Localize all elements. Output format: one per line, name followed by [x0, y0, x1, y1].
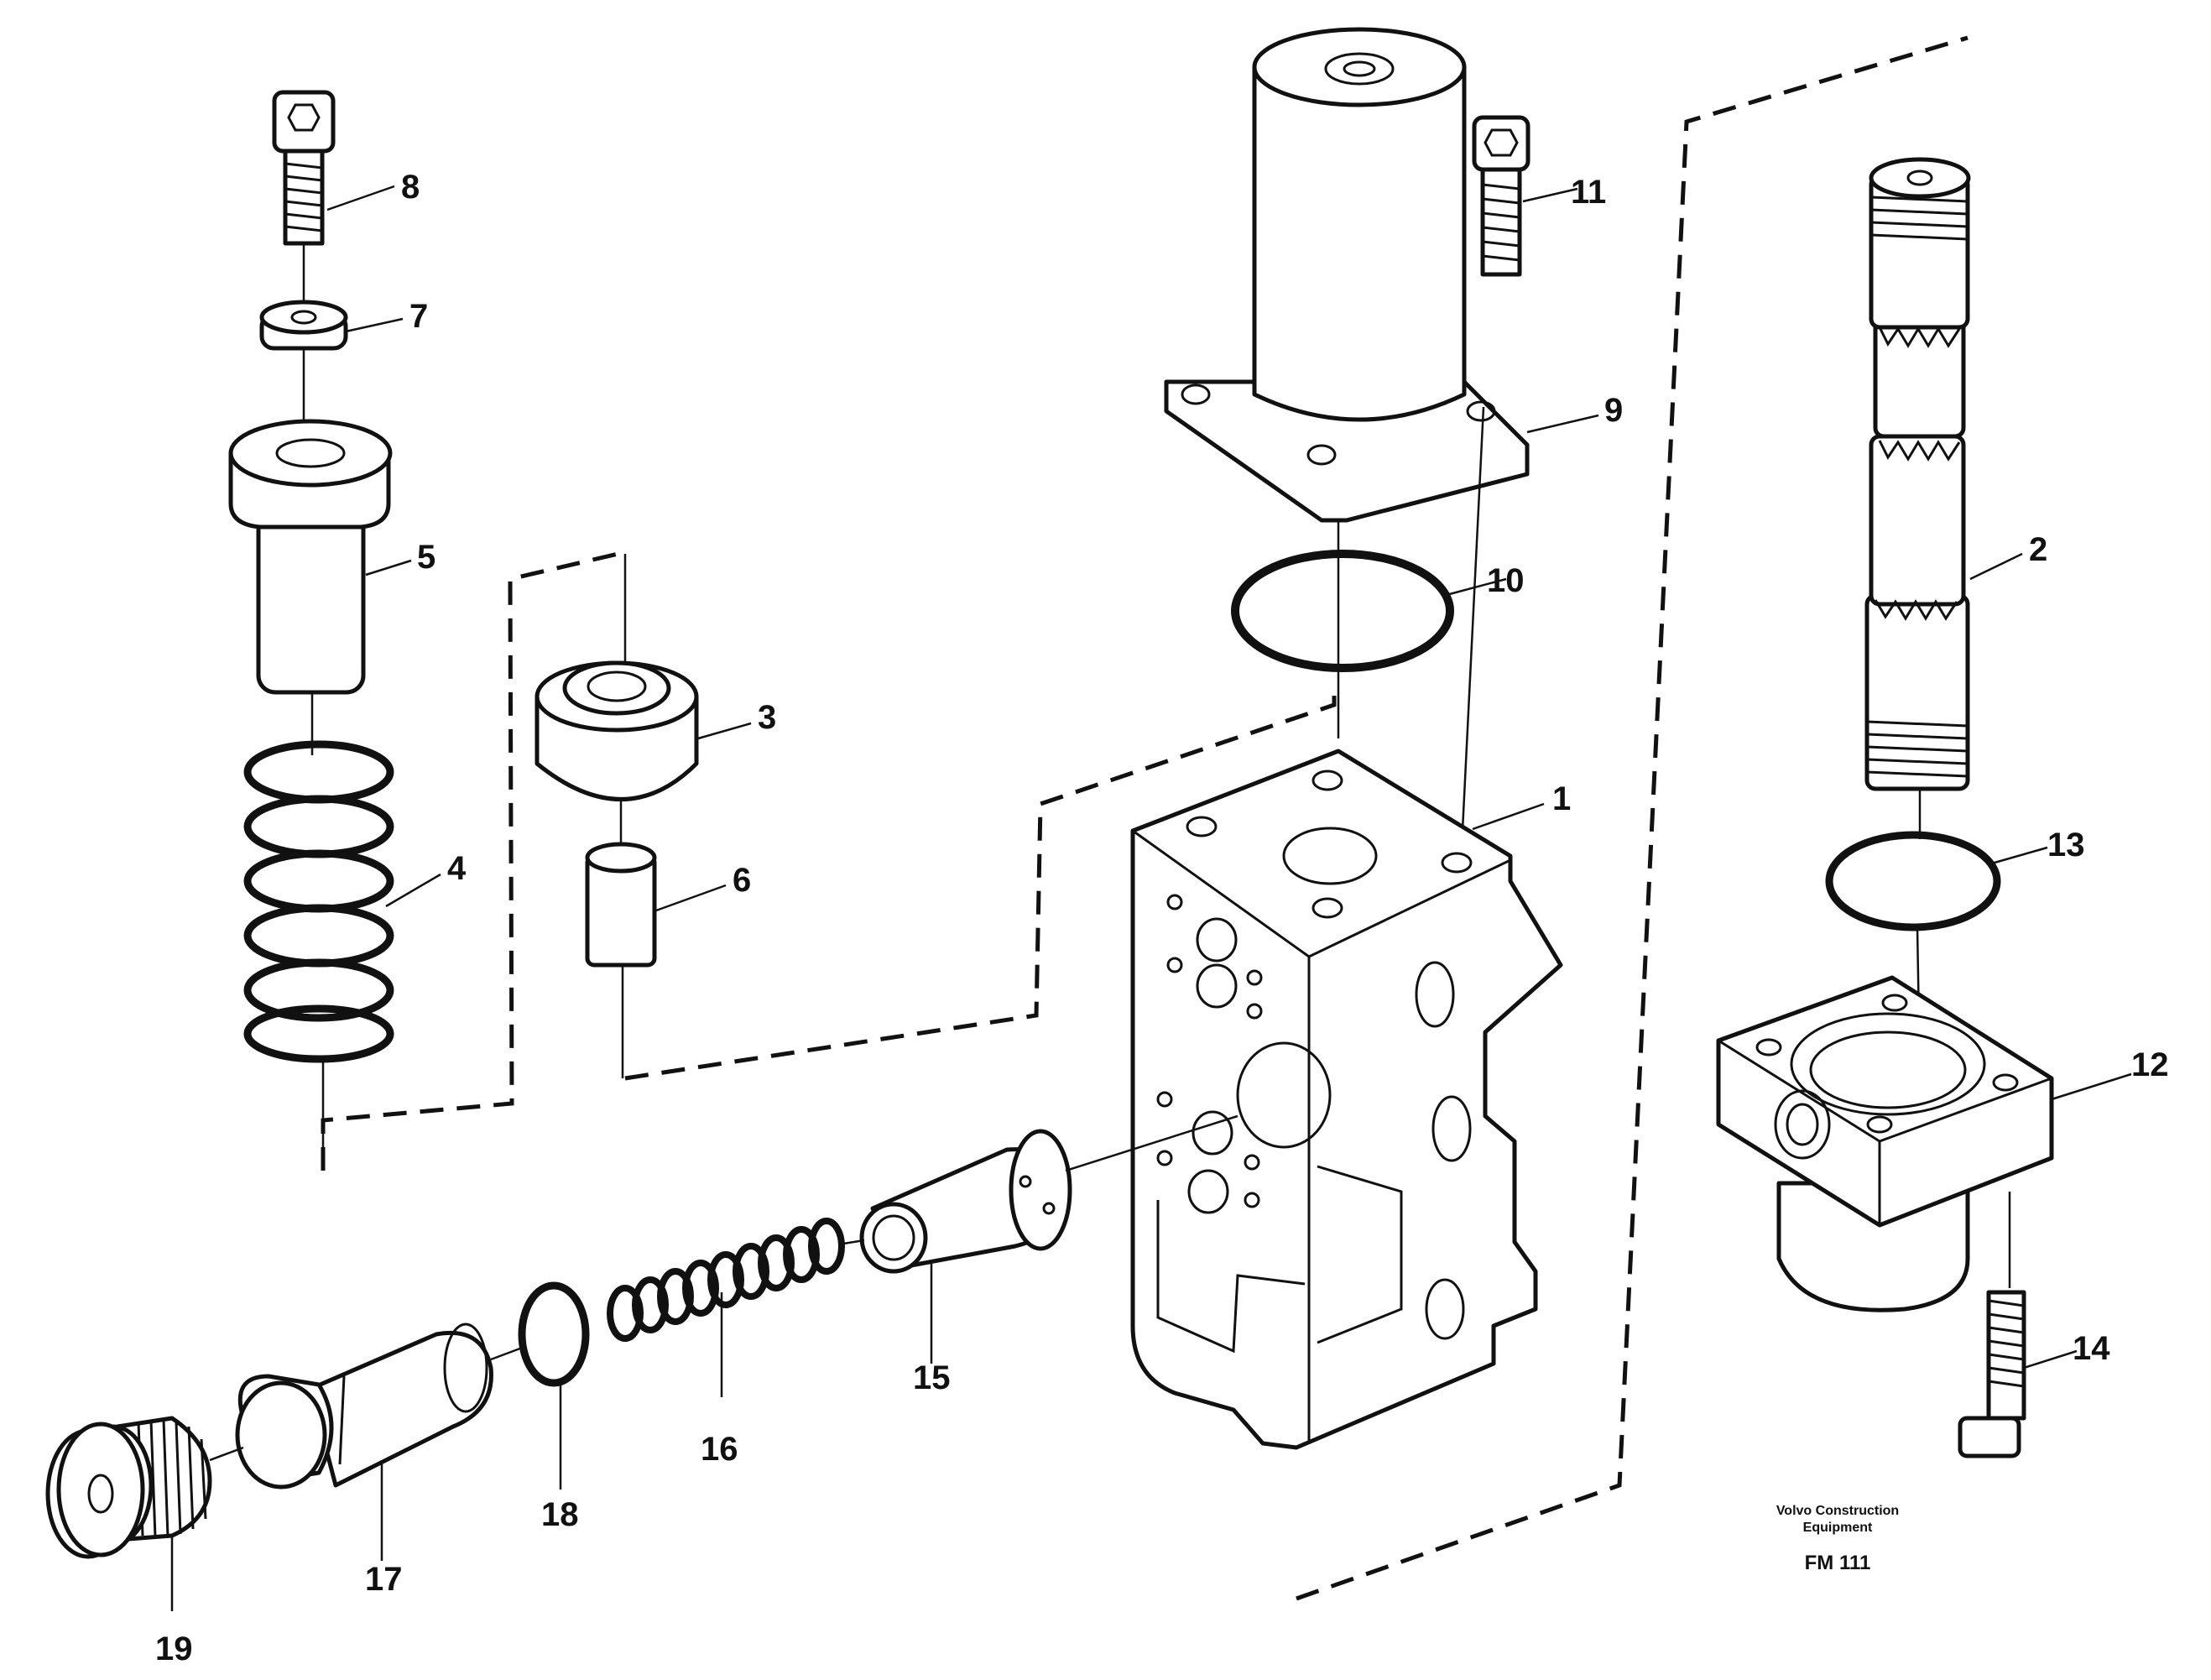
callout-10: 10 [1487, 562, 1525, 599]
part-1-valve-body [1130, 749, 1563, 1450]
callout-13: 13 [2047, 827, 2085, 863]
footer-line-2: Equipment [1803, 1521, 1873, 1535]
part-10-o-ring [1231, 520, 1507, 738]
callout-8: 8 [401, 169, 420, 206]
callout-11: 11 [1571, 174, 1606, 211]
callout-17: 17 [365, 1561, 403, 1598]
part-16-spring [607, 1218, 865, 1397]
part-7-washer [259, 300, 404, 424]
part-17-spool [235, 1323, 525, 1561]
part-11-cap-screw [1458, 115, 1578, 882]
callout-16: 16 [701, 1431, 738, 1468]
part-9-cover [1164, 27, 1599, 523]
callout-2: 2 [2029, 531, 2047, 568]
callout-15: 15 [913, 1359, 951, 1396]
part-5-sleeve [228, 419, 412, 755]
callout-labels: 1 2 3 4 5 6 7 8 9 10 11 12 13 14 15 16 1… [155, 169, 2169, 1667]
callout-6: 6 [733, 862, 751, 899]
callout-18: 18 [541, 1496, 579, 1533]
manufacturer-footer: Volvo Construction Equipment FM 111 [1776, 1504, 1899, 1574]
callout-5: 5 [417, 539, 435, 576]
part-19-plug [45, 1416, 244, 1611]
callout-19: 19 [155, 1630, 193, 1667]
part-18-o-ring [518, 1281, 590, 1490]
assembly-guide-lines [321, 35, 1969, 1601]
part-14-cap-screw [1958, 1290, 2078, 1458]
callout-7: 7 [409, 298, 428, 335]
part-2-spline-shaft [1864, 157, 2023, 839]
part-6-pin [585, 842, 727, 1078]
callout-4: 4 [447, 850, 467, 887]
callout-14: 14 [2073, 1330, 2110, 1367]
part-12-flange [1716, 975, 2132, 1312]
callout-9: 9 [1604, 392, 1623, 429]
callout-12: 12 [2131, 1046, 2169, 1083]
callout-1: 1 [1552, 780, 1571, 817]
part-15-spool-sleeve [859, 1114, 1238, 1364]
part-4-spring [243, 740, 441, 1171]
part-8-cap-screw [272, 90, 395, 306]
part-3-bushing [534, 554, 752, 848]
footer-line-1: Volvo Construction [1776, 1504, 1899, 1518]
callout-3: 3 [758, 699, 776, 736]
figure-code: FM 111 [1805, 1552, 1871, 1574]
